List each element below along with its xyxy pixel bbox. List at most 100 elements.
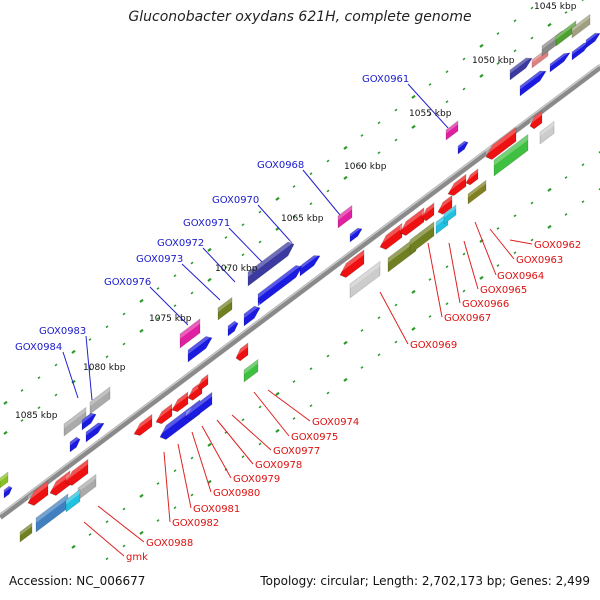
gene-highlight	[422, 202, 434, 217]
gene-label-gox0963[interactable]: GOX0963	[516, 255, 563, 266]
gene-label-gox0975[interactable]: GOX0975	[291, 432, 338, 443]
ruler-tick	[564, 176, 568, 179]
gene-label-gox0966[interactable]: GOX0966	[462, 299, 509, 310]
leader-line-forward	[62, 351, 79, 399]
gene-block	[585, 29, 600, 49]
ruler-tick	[88, 338, 92, 341]
ruler-tick	[139, 493, 144, 498]
ruler-tick	[530, 238, 534, 242]
leader-line-reverse	[191, 431, 212, 493]
ruler-tick	[105, 355, 109, 359]
gene-label-gox0982[interactable]: GOX0982	[172, 518, 219, 529]
gene-block	[485, 126, 517, 160]
ruler-tick	[292, 185, 296, 188]
gene-label-gox0968[interactable]: GOX0968	[257, 160, 304, 171]
gene-label-gox0961[interactable]: GOX0961	[362, 74, 409, 85]
ruler-tick	[292, 215, 296, 218]
gene-shape	[171, 391, 189, 413]
leader-line-reverse	[379, 291, 409, 345]
ruler-tick	[292, 417, 296, 420]
leader-line-reverse	[97, 505, 145, 543]
gene-label-gox0984[interactable]: GOX0984	[15, 342, 62, 353]
ruler-tick	[564, 213, 568, 216]
gene-shape	[133, 413, 153, 436]
ruler-tick	[445, 100, 449, 104]
gene-label-gox0967[interactable]: GOX0967	[444, 313, 491, 324]
gene-label-gox0965[interactable]: GOX0965	[480, 285, 527, 296]
ruler-tick	[207, 277, 212, 282]
gene-label-gox0974[interactable]: GOX0974	[312, 417, 359, 428]
gene-block	[85, 418, 105, 443]
ruler-tick	[360, 366, 364, 369]
gene-block	[217, 296, 233, 321]
gene-highlight	[458, 138, 468, 149]
gene-block	[409, 221, 435, 255]
gene-label-gox0964[interactable]: GOX0964	[497, 271, 544, 282]
gene-highlight	[388, 236, 416, 263]
gene-shape	[69, 436, 81, 453]
gene-label-gox0973[interactable]: GOX0973	[136, 254, 183, 265]
ruler-tick	[105, 557, 109, 561]
leader-line-forward	[181, 263, 221, 301]
ruler-tick	[411, 124, 416, 129]
ruler-tick	[547, 224, 552, 229]
gene-shape	[409, 221, 435, 255]
gene-highlight	[236, 342, 248, 357]
gene-highlight	[444, 204, 456, 218]
gene-label-gox0988[interactable]: GOX0988	[146, 538, 193, 549]
gene-highlight	[198, 374, 208, 386]
gene-shape	[485, 126, 517, 160]
ruler-tick	[258, 442, 262, 446]
gene-label-gox0976[interactable]: GOX0976	[104, 277, 151, 288]
gene-label-gox0971[interactable]: GOX0971	[183, 218, 230, 229]
gene-shape	[421, 202, 435, 222]
gene-label-gox0969[interactable]: GOX0969	[410, 340, 457, 351]
gene-block	[227, 318, 239, 337]
gene-block	[243, 301, 261, 327]
gene-block	[69, 434, 81, 453]
gene-shape	[235, 342, 249, 362]
ruler-tick	[394, 138, 398, 142]
ruler-label: 1085 kbp	[15, 411, 58, 421]
ruler-tick	[54, 363, 58, 367]
gene-highlight	[258, 260, 302, 299]
ruler-tick	[547, 187, 552, 192]
gene-shape	[529, 110, 543, 130]
gene-shape	[349, 227, 363, 243]
ruler-tick	[428, 113, 432, 116]
gene-block	[0, 471, 9, 489]
gene-shape	[85, 422, 105, 443]
gene-label-gox0979[interactable]: GOX0979	[233, 474, 280, 485]
gene-label-gmk[interactable]: gmk	[126, 552, 148, 563]
gene-block	[243, 358, 259, 383]
gene-highlight	[572, 14, 590, 32]
ruler-tick	[530, 36, 534, 40]
ruler-tick	[411, 289, 416, 294]
gene-shape	[3, 485, 13, 499]
figure-title: Gluconobacter oxydans 621H, complete gen…	[128, 9, 472, 25]
gene-label-gox0972[interactable]: GOX0972	[157, 238, 204, 249]
ruler-tick	[173, 304, 177, 308]
gene-label-gox0980[interactable]: GOX0980	[213, 488, 260, 499]
gene-highlight	[20, 522, 32, 536]
gene-block	[549, 48, 571, 73]
gene-block	[89, 386, 111, 415]
ruler-tick	[207, 442, 212, 447]
leader-line-reverse	[177, 443, 192, 509]
ruler-tick	[122, 544, 126, 548]
gene-label-gox0978[interactable]: GOX0978	[255, 460, 302, 471]
gene-label-gox0962[interactable]: GOX0962	[534, 240, 581, 251]
gene-label-gox0970[interactable]: GOX0970	[212, 195, 259, 206]
gene-shape	[217, 296, 233, 321]
gene-label-gox0981[interactable]: GOX0981	[193, 504, 240, 515]
gene-label-gox0977[interactable]: GOX0977	[273, 446, 320, 457]
leader-line-reverse	[509, 239, 533, 245]
gene-label-gox0983[interactable]: GOX0983	[39, 326, 86, 337]
ruler-tick	[156, 519, 160, 522]
gene-block	[65, 458, 89, 486]
gene-shape	[243, 358, 259, 383]
ruler-tick	[326, 354, 330, 358]
ruler-tick	[258, 240, 262, 244]
ruler-tick	[139, 530, 144, 535]
ruler-tick	[564, 11, 568, 14]
